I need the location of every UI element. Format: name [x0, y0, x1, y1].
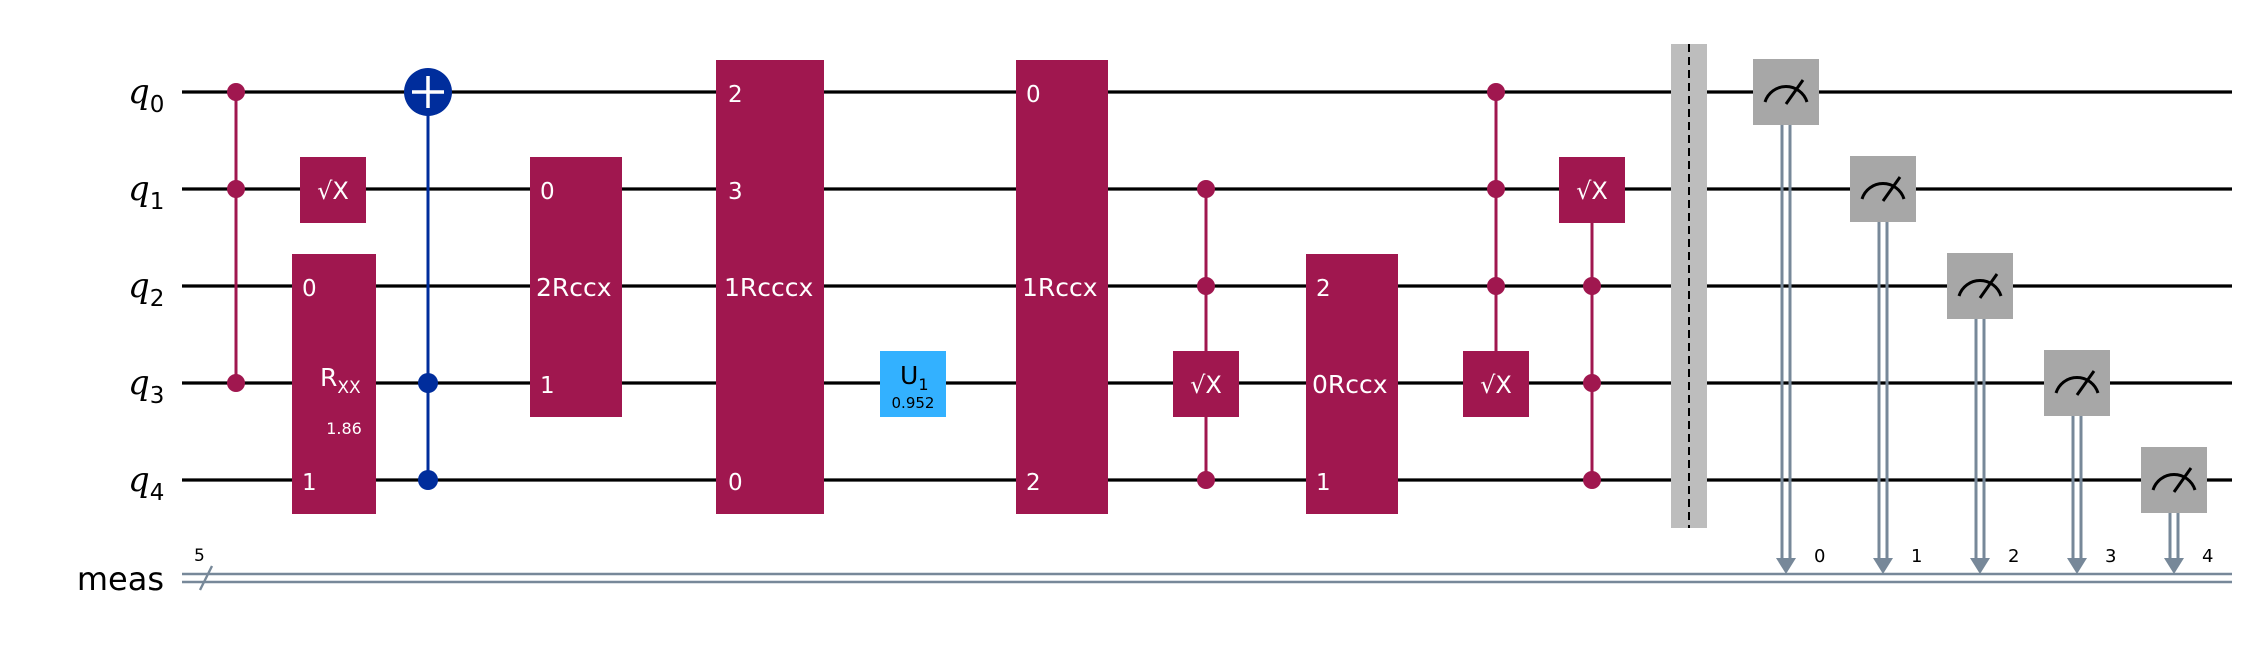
rcccx-label-0: 2 — [728, 82, 743, 108]
measure-gate: 1 — [1850, 156, 1922, 574]
u1-name: U1 — [900, 361, 929, 394]
rxx-gate: 0 1 RXX 1.86 — [292, 254, 376, 514]
control-dot — [1197, 277, 1215, 295]
measure-box — [2044, 350, 2110, 416]
classical-register-label: meas — [77, 560, 164, 598]
qubit-labels: q0 q1 q2 q3 q4 meas — [77, 72, 165, 598]
meter-icon — [2151, 473, 2197, 491]
register-size: 5 — [194, 546, 205, 566]
measure-bit-label: 2 — [2008, 546, 2019, 567]
sx-gate-q1: √X — [300, 157, 366, 223]
rxx-bottom-label: 1 — [302, 470, 317, 496]
rccx-c-label-0: 2 — [1316, 276, 1331, 302]
measure-box — [1947, 253, 2013, 319]
qubit-label-q4: q4 — [128, 460, 164, 506]
meter-needle — [1784, 79, 1805, 105]
sx-gate-label: √X — [1576, 177, 1608, 205]
register-slash — [198, 565, 214, 591]
multi-control-gate-1 — [227, 83, 245, 392]
rccx-a-label-0: 0 — [540, 179, 555, 205]
control-dot — [227, 180, 245, 198]
control-dot — [418, 373, 438, 393]
measure-bit-label: 4 — [2202, 546, 2213, 567]
control-dot — [227, 374, 245, 392]
meter-needle — [1881, 176, 1902, 202]
rccx-gate-b: 0 2 1Rccx — [1016, 60, 1108, 514]
rccx-b-label-1: 2 — [1026, 470, 1041, 496]
control-dot — [1197, 471, 1215, 489]
meter-icon — [1860, 182, 1906, 200]
measurements: 0 1 2 3 4 — [1753, 59, 2213, 574]
rcccx-label-1: 3 — [728, 179, 743, 205]
control-dot — [1583, 277, 1601, 295]
barrier — [1671, 44, 1707, 528]
qubit-label-q2: q2 — [128, 266, 164, 312]
measure-arrow — [1970, 558, 1990, 574]
control-dot — [1197, 180, 1215, 198]
u1-gate: U1 0.952 — [880, 351, 946, 417]
controlled-sx-gate-2: √X — [1463, 83, 1529, 417]
controlled-sx-gate-3: √X — [1559, 157, 1625, 489]
rccx-a-label-1: 1 — [540, 373, 555, 399]
measure-gate: 2 — [1947, 253, 2019, 574]
control-dot — [227, 83, 245, 101]
rxx-top-label: 0 — [302, 276, 317, 302]
sx-gate-label: √X — [1480, 371, 1512, 399]
measure-box — [1753, 59, 1819, 125]
control-dot — [1583, 471, 1601, 489]
meter-needle — [1978, 273, 1999, 299]
measure-bit-label: 0 — [1814, 546, 1825, 567]
rccx-b-label-0: 0 — [1026, 82, 1041, 108]
rccx-b-name: 1Rccx — [1022, 273, 1098, 302]
control-dot — [418, 470, 438, 490]
meter-needle — [2075, 370, 2096, 396]
sx-gate-label: √X — [1190, 371, 1222, 399]
meter-icon — [1957, 279, 2003, 297]
controlled-sx-gate-1: √X — [1173, 180, 1239, 489]
rccx-gate-a: 0 1 2Rccx — [530, 157, 622, 417]
control-dot — [1487, 83, 1505, 101]
measure-gate: 0 — [1753, 59, 1825, 574]
qubit-label-q0: q0 — [128, 72, 164, 118]
measure-arrow — [1873, 558, 1893, 574]
rccx-c-label-1: 1 — [1316, 470, 1331, 496]
sx-gate-label: √X — [317, 177, 349, 205]
meter-icon — [2054, 376, 2100, 394]
qubit-label-q1: q1 — [128, 169, 164, 215]
classical-wire: 5 — [182, 546, 2232, 591]
measure-gate: 4 — [2141, 447, 2213, 574]
measure-arrow — [2067, 558, 2087, 574]
rccx-gate-c: 2 1 0Rccx — [1306, 254, 1398, 514]
measure-arrow — [2164, 558, 2184, 574]
measure-gate: 3 — [2044, 350, 2116, 574]
u1-param: 0.952 — [892, 394, 935, 412]
rxx-name: RXX — [320, 363, 361, 398]
rccx-a-name: 2Rccx — [536, 273, 612, 302]
rcccx-label-2: 0 — [728, 470, 743, 496]
rccx-c-name: 0Rccx — [1312, 370, 1388, 399]
measure-bit-label: 3 — [2105, 546, 2116, 567]
rcccx-gate: 2 3 0 1Rcccx — [716, 60, 824, 514]
control-dot — [1583, 374, 1601, 392]
measure-box — [1850, 156, 1916, 222]
rxx-param: 1.86 — [326, 419, 362, 438]
control-dot — [1487, 180, 1505, 198]
measure-box — [2141, 447, 2207, 513]
qubit-label-q3: q3 — [128, 363, 164, 409]
cx-gate — [404, 68, 452, 490]
rcccx-name: 1Rcccx — [724, 273, 813, 302]
meter-icon — [1763, 85, 1809, 103]
control-dot — [1487, 277, 1505, 295]
measure-bit-label: 1 — [1911, 546, 1922, 567]
meter-needle — [2172, 467, 2193, 493]
measure-arrow — [1776, 558, 1796, 574]
